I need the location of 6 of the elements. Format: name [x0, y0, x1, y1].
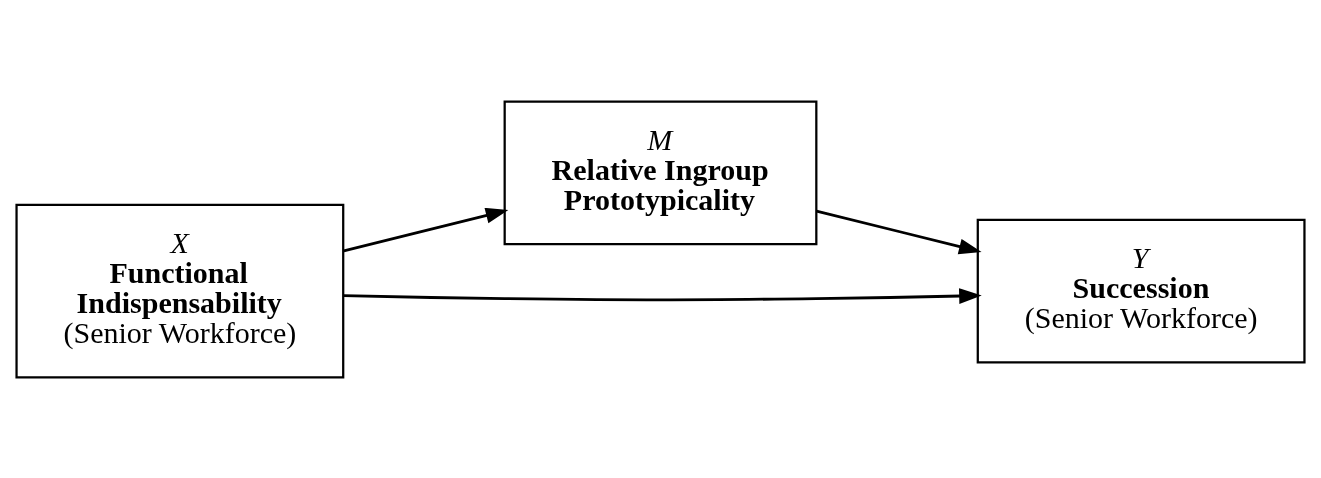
arrow [343, 287, 982, 304]
node-box: M Relative Ingroup Prototypicality [503, 99, 818, 245]
node-box: X Functional Indispensability (Senior Workforce) [15, 203, 345, 379]
arrow [816, 209, 982, 254]
node-box: Y Succession (Senior Workforce) [976, 218, 1306, 364]
arrow [343, 207, 509, 252]
